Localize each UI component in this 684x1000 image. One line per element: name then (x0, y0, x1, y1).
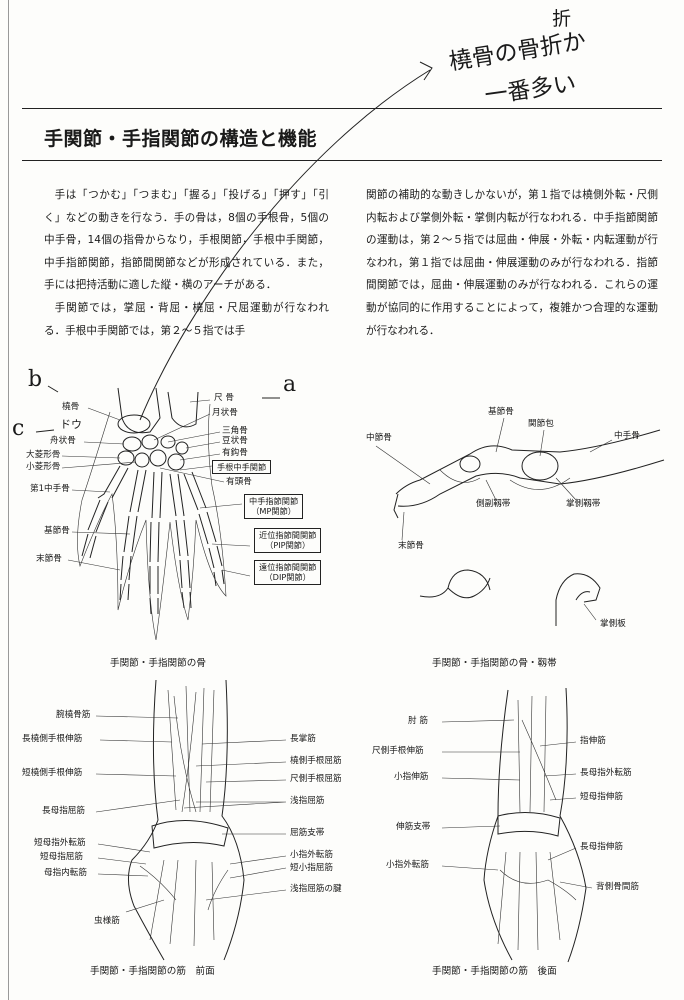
box-dip-text-1: 遠位指節間関節 (259, 562, 317, 572)
label-f2-palmar-lig: 掌側靱帯 (566, 499, 601, 509)
label-hamate: 有鈎骨 (222, 448, 248, 458)
box-mp-text-1: 中手指節関節 (249, 496, 299, 506)
anterior-muscles-drawing (95, 679, 287, 961)
label-fpb: 短母指屈筋 (40, 852, 83, 862)
handwritten-letter-c: c (12, 416, 25, 441)
label-scaphoid: 舟状骨 (50, 436, 76, 446)
label-trapezoid: 小菱形骨 (26, 462, 61, 472)
caption-fig1: 手関節・手指関節の骨 (110, 658, 206, 669)
box-pip-joint: 近位指節間関節 （PIP関節） (254, 528, 322, 553)
box-dip-text-2: （DIP関節） (264, 572, 311, 583)
label-triquetrum: 三角骨 (222, 426, 248, 436)
posterior-muscles-drawing (441, 687, 593, 963)
label-pisiform: 豆状骨 (222, 436, 248, 446)
label-f2-volar-plate: 掌側板 (600, 619, 626, 629)
page-edge (8, 0, 9, 1000)
label-adductor-pollicis: 母指内転筋 (44, 868, 87, 878)
handwritten-letter-b: b (28, 367, 43, 392)
finger-joint-drawing (375, 417, 665, 626)
label-fds-tendon: 浅指屈筋の腱 (290, 884, 342, 894)
label-extensor-retinaculum: 伸筋支帯 (396, 822, 431, 832)
label-f2-distal-phalanx: 末節骨 (398, 541, 424, 551)
caption-fig3: 手関節・手指関節の筋 前面 (90, 966, 215, 977)
label-fcr: 橈側手根屈筋 (290, 756, 342, 766)
box-mp-joint: 中手指節関節 （MP関節） (244, 494, 304, 519)
paragraph-3: 関節の補助的な動きしかないが，第１指では橈側外転・尺側内転および掌側外転・掌側内… (366, 189, 658, 337)
box-cmc-text: 手根中手関節 (217, 462, 267, 472)
label-fpl: 長母指屈筋 (42, 806, 85, 816)
label-f2-collateral: 側副靱帯 (476, 499, 511, 509)
label-flexor-retinaculum: 屈筋支帯 (290, 828, 325, 838)
label-fds: 浅指屈筋 (290, 796, 325, 806)
label-proximal-phalanx: 基節骨 (44, 526, 70, 536)
label-fcu: 尺側手根屈筋 (290, 774, 342, 784)
caption-fig2: 手関節・手指関節の骨・靱帯 (432, 658, 557, 669)
label-distal-phalanx: 末節骨 (36, 554, 62, 564)
label-ecu: 尺側手根伸筋 (372, 746, 424, 756)
label-adm-posterior: 小指外転筋 (386, 860, 429, 870)
label-adm: 小指外転筋 (290, 850, 333, 860)
box-cmc-joint: 手根中手関節 (212, 460, 272, 475)
handwritten-letter-a: a (283, 372, 297, 397)
label-brachioradialis: 腕橈骨筋 (56, 710, 91, 720)
paragraph-1: 手は「つかむ」「つまむ」「握る」「投げる」「押す」「引く」などの動きを行なう．手… (44, 189, 329, 292)
label-dorsal-interossei: 背側骨間筋 (596, 882, 639, 892)
label-f2-middle-phalanx: 中節骨 (366, 433, 392, 443)
label-apb: 短母指外転筋 (34, 838, 86, 848)
box-dip-joint: 遠位指節間関節 （DIP関節） (254, 560, 322, 585)
top-rule (22, 108, 662, 109)
label-f2-metacarpal: 中手骨 (614, 431, 640, 441)
handwritten-note-extra: 折 (552, 8, 572, 30)
label-capitate: 有頭骨 (226, 477, 252, 487)
label-lumbricals: 虫様筋 (94, 916, 120, 926)
label-fdm: 短小指屈筋 (290, 863, 333, 873)
box-pip-text-1: 近位指節間関節 (259, 530, 317, 540)
hand-bones-drawing (61, 387, 251, 641)
label-radius: 橈骨 (62, 402, 80, 412)
paragraph-2: 手関節では，掌屈・背屈・橈屈・尺屈運動が行なわれる．手根中手関節では，第２～５指… (44, 301, 329, 337)
label-f2-proximal-phalanx: 基節骨 (488, 407, 514, 417)
label-trapezium: 大菱形骨 (26, 450, 61, 460)
page-title: 手関節・手指関節の構造と機能 (44, 128, 318, 150)
label-f2-capsule: 関節包 (528, 419, 554, 429)
label-epl: 長母指伸筋 (580, 842, 623, 852)
label-palmaris-longus: 長掌筋 (290, 734, 316, 744)
label-ecrl: 長橈側手根伸筋 (22, 734, 83, 744)
label-extensor-digitorum: 指伸筋 (580, 736, 606, 746)
box-mp-text-2: （MP関節） (251, 506, 296, 517)
label-epb: 短母指伸筋 (580, 792, 623, 802)
body-text-left: 手は「つかむ」「つまむ」「握る」「投げる」「押す」「引く」などの動きを行なう．手… (44, 184, 329, 342)
title-rule (22, 160, 662, 161)
label-lunate: 月状骨 (212, 408, 238, 418)
body-text-right: 関節の補助的な動きしかないが，第１指では橈側外転・尺側内転および掌側外転・掌側内… (366, 184, 658, 342)
label-ulna: 尺 骨 (214, 393, 234, 403)
label-ecrb: 短橈側手根伸筋 (22, 768, 83, 778)
caption-fig4: 手関節・手指関節の筋 後面 (432, 966, 557, 977)
label-apl: 長母指外転筋 (580, 768, 632, 778)
label-edm: 小指伸筋 (394, 772, 429, 782)
label-anconeus: 肘 筋 (408, 716, 428, 726)
box-pip-text-2: （PIP関節） (265, 540, 311, 551)
label-metacarpal1: 第1中手骨 (30, 484, 70, 494)
handwritten-small-mark: ドウ (60, 418, 82, 431)
